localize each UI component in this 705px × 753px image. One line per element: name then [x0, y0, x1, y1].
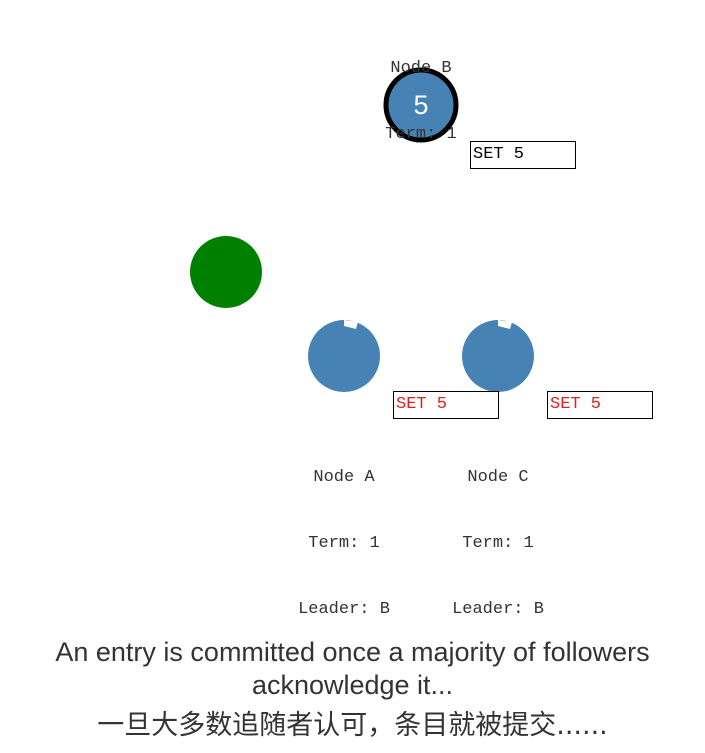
- node-b-term: Term: 1: [385, 125, 457, 144]
- node-b-log-entry: SET 5: [470, 141, 576, 169]
- node-a-name: Node A: [313, 468, 375, 487]
- node-c-name: Node C: [467, 468, 529, 487]
- node-c-circle: [462, 320, 534, 392]
- node-c-label: Node C Term: 1 Leader: B: [438, 423, 558, 665]
- node-a-term: Term: 1: [308, 534, 380, 553]
- node-a-ack-indicator: [344, 320, 358, 329]
- node-b-name: Node B: [390, 59, 452, 78]
- node-a-circle: [308, 320, 380, 392]
- node-b-label: Node B Term: 1: [361, 14, 481, 190]
- node-c-ack-indicator: [498, 320, 512, 329]
- node-b-circle: [383, 67, 459, 143]
- node-c-log-entry: SET 5: [547, 391, 653, 419]
- caption-chinese: 一旦大多数追随者认可，条目就被提交......: [97, 710, 608, 741]
- client-circle: [190, 236, 262, 308]
- node-c-term: Term: 1: [462, 534, 534, 553]
- node-c-leader: Leader: B: [452, 600, 544, 619]
- node-a-label: Node A Term: 1 Leader: B: [284, 423, 404, 665]
- node-a-leader: Leader: B: [298, 600, 390, 619]
- node-b-value: 5: [413, 90, 428, 120]
- node-a-log-entry: SET 5: [393, 391, 499, 419]
- caption-english: An entry is committed once a majority of…: [55, 637, 650, 700]
